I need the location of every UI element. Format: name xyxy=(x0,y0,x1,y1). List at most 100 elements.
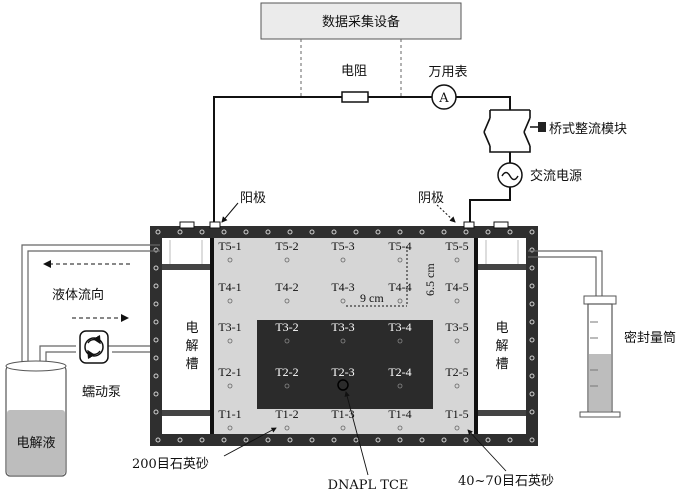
sensor-label: T1-2 xyxy=(275,407,298,421)
bolt xyxy=(331,229,337,235)
sensor-label: T3-5 xyxy=(445,320,468,334)
bolt xyxy=(529,283,535,289)
sensor-label: T4-2 xyxy=(275,280,298,294)
dimension-horizontal: 9 cm xyxy=(360,291,384,305)
bolt xyxy=(507,229,513,235)
pump-icon xyxy=(79,330,109,364)
sensor-point xyxy=(454,298,460,304)
multimeter-label: 万用表 xyxy=(428,65,467,80)
bolt xyxy=(221,437,227,443)
right-cell xyxy=(478,238,526,434)
bolt xyxy=(153,355,159,361)
dimension-vertical: 6.5 cm xyxy=(423,263,437,296)
sensor-label: T1-3 xyxy=(331,407,354,421)
bolt xyxy=(529,437,535,443)
sensor-label: T4-1 xyxy=(218,280,241,294)
bolt xyxy=(153,409,159,415)
bolt xyxy=(153,265,159,271)
sensor-point xyxy=(397,425,403,431)
bolt xyxy=(419,229,425,235)
bolt xyxy=(287,229,293,235)
bolt xyxy=(353,229,359,235)
sensor-point xyxy=(284,257,290,263)
bolt xyxy=(485,437,491,443)
bolt xyxy=(441,437,447,443)
sensor-point xyxy=(397,298,403,304)
sensor-point xyxy=(454,425,460,431)
bolt xyxy=(529,355,535,361)
bolt xyxy=(153,301,159,307)
bolt xyxy=(529,229,535,235)
ac-source-label: 交流电源 xyxy=(530,168,582,184)
bolt xyxy=(485,229,491,235)
daq-box xyxy=(260,2,462,40)
sensor-point xyxy=(454,383,460,389)
anode-label: 阳极 xyxy=(240,191,266,206)
bolt xyxy=(463,229,469,235)
right-pipe xyxy=(528,250,603,300)
sensor-point xyxy=(340,425,346,431)
sensor-point xyxy=(454,338,460,344)
sensor-label: T2-3 xyxy=(331,365,354,379)
sensor-label: T5-3 xyxy=(331,239,354,253)
cathode-label: 阴极 xyxy=(418,191,444,206)
bolt xyxy=(287,437,293,443)
sensor-label: T1-1 xyxy=(218,407,241,421)
bolt xyxy=(419,437,425,443)
sensor-point xyxy=(284,338,290,344)
bolt xyxy=(265,229,271,235)
frame-bolts xyxy=(153,229,535,443)
sensor-point xyxy=(454,257,460,263)
sensor-label: T3-4 xyxy=(388,320,411,334)
bolt xyxy=(243,229,249,235)
sensor-point xyxy=(397,383,403,389)
rectifier-label: 桥式整流模块 xyxy=(549,122,627,137)
ammeter-icon xyxy=(431,84,457,110)
sensor-point xyxy=(284,298,290,304)
sensor-point xyxy=(397,257,403,263)
sensor-point xyxy=(227,425,233,431)
bolt xyxy=(153,391,159,397)
bolt xyxy=(153,319,159,325)
bolt xyxy=(529,247,535,253)
pump-label: 蠕动泵 xyxy=(82,385,121,400)
bolt xyxy=(199,229,205,235)
bolt xyxy=(397,437,403,443)
bolt xyxy=(375,437,381,443)
dnapl-label: DNAPL TCE xyxy=(328,478,409,493)
circuit-wire xyxy=(213,96,342,226)
bolt xyxy=(463,437,469,443)
sensor-label: T5-5 xyxy=(445,239,468,253)
sensor-label: T2-2 xyxy=(275,365,298,379)
sensor-point xyxy=(227,298,233,304)
rectifier-switches xyxy=(483,109,531,153)
bolt xyxy=(155,229,161,235)
sensor-label: T2-4 xyxy=(388,365,411,379)
bolt xyxy=(507,437,513,443)
bolt xyxy=(199,437,205,443)
bolt xyxy=(529,265,535,271)
left-cell xyxy=(162,238,210,434)
sensor-label: T3-3 xyxy=(331,320,354,334)
sensor-point xyxy=(397,338,403,344)
sensor-point xyxy=(227,383,233,389)
bolt xyxy=(153,337,159,343)
sensor-point xyxy=(227,338,233,344)
bolt xyxy=(153,283,159,289)
bolt xyxy=(529,391,535,397)
bolt xyxy=(397,229,403,235)
bolt xyxy=(243,437,249,443)
left-pipe-top xyxy=(21,244,160,366)
bolt xyxy=(331,437,337,443)
sand-40-70-label: 40~70目石英砂 xyxy=(458,474,554,489)
sensor-point xyxy=(340,338,346,344)
ammeter-symbol: A xyxy=(438,91,449,106)
sensor-label: T4-3 xyxy=(331,280,354,294)
bolt xyxy=(221,229,227,235)
bolt xyxy=(177,229,183,235)
bolt xyxy=(441,229,447,235)
bolt xyxy=(375,229,381,235)
sensor-label: T5-1 xyxy=(218,239,241,253)
bolt xyxy=(529,301,535,307)
